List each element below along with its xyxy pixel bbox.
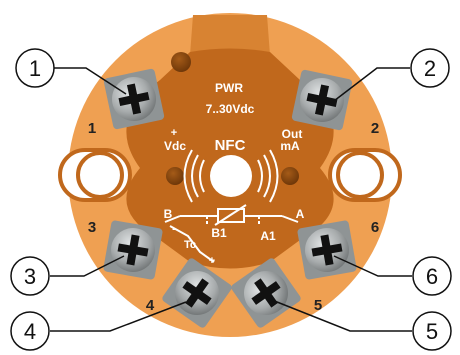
svg-text:2: 2	[424, 56, 436, 81]
terminal-5-number: 5	[314, 297, 322, 314]
out-label: Out	[282, 127, 303, 141]
callout-1: 1	[15, 48, 55, 88]
callout-6: 6	[412, 256, 452, 296]
right-mount-slot	[328, 148, 402, 202]
terminal-3-screw	[103, 220, 163, 280]
vdc-label: Vdc	[164, 139, 186, 153]
callout-leaders	[50, 67, 412, 332]
svg-text:1: 1	[29, 56, 41, 81]
tc-label: Tc	[184, 239, 196, 251]
terminal-4-number: 4	[146, 297, 155, 314]
a-label: A	[296, 207, 305, 221]
callout-3: 3	[10, 256, 50, 296]
terminal-4-screw	[162, 258, 232, 328]
mount-hole-right	[281, 167, 299, 185]
mount-hole-top	[171, 52, 191, 72]
terminal-5-screw	[231, 258, 301, 328]
callout-5: 5	[412, 311, 452, 351]
rtd-schematic	[164, 204, 299, 263]
svg-text:3: 3	[24, 264, 36, 289]
terminal-6-number: 6	[371, 219, 379, 236]
a1-label: A1	[260, 229, 276, 243]
top-tab	[190, 15, 270, 55]
terminal-2-number: 2	[371, 120, 379, 137]
mount-hole-left	[166, 167, 184, 185]
terminal-1-number: 1	[88, 120, 96, 137]
terminal-3-number: 3	[88, 219, 96, 236]
terminal-2-screw	[291, 69, 353, 131]
tc-minus: -	[172, 223, 176, 235]
svg-text:4: 4	[24, 319, 36, 344]
center-hole	[210, 155, 252, 197]
b-label: B	[164, 207, 173, 221]
terminal-1-screw	[103, 68, 165, 130]
tc-plus: +	[209, 255, 215, 267]
nfc-label: NFC	[215, 137, 246, 154]
terminal-6-screw	[297, 220, 357, 280]
callout-2: 2	[410, 48, 450, 88]
power-label: PWR	[215, 81, 243, 95]
voltage-label: 7..30Vdc	[206, 102, 255, 116]
plus-label: +	[171, 127, 177, 139]
b1-label: B1	[211, 226, 227, 240]
svg-text:5: 5	[426, 319, 438, 344]
left-mount-slot	[58, 148, 132, 202]
svg-text:6: 6	[426, 264, 438, 289]
ma-label: mA	[280, 139, 300, 153]
callout-4: 4	[10, 311, 50, 351]
nfc-waves-icon	[183, 149, 279, 203]
